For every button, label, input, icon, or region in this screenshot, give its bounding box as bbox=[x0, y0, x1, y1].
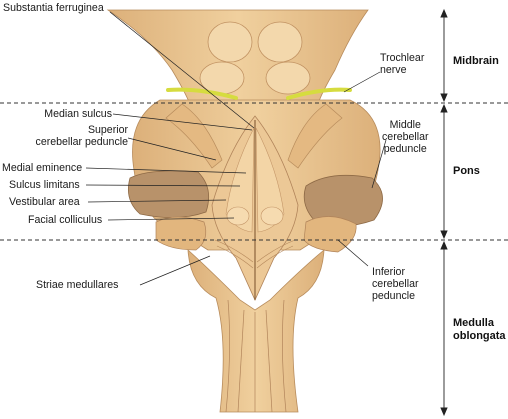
label-facial-colliculus-text: Facial colliculus bbox=[28, 214, 103, 226]
label-vestibular-area-text: Vestibular area bbox=[9, 196, 80, 208]
facial-colliculus-right bbox=[260, 206, 284, 226]
label-inferior-cerebellar-peduncle: Inferior cerebellar peduncle bbox=[372, 266, 419, 302]
middle-peduncle-cut-right bbox=[303, 174, 383, 227]
label-inferior-cerebellar-peduncle-line3: peduncle bbox=[372, 290, 416, 302]
label-substantia-ferruginea: Substantia ferruginea bbox=[3, 2, 104, 14]
region-midbrain: Midbrain bbox=[453, 55, 499, 68]
label-facial-colliculus: Facial colliculus bbox=[28, 214, 102, 226]
facial-colliculus-left bbox=[226, 206, 250, 226]
label-superior-cerebellar-peduncle-line1: Superior bbox=[87, 124, 128, 136]
region-midbrain-text: Midbrain bbox=[453, 55, 499, 67]
label-middle-cerebellar-peduncle: Middle cerebellar peduncle bbox=[382, 119, 429, 155]
label-trochlear-nerve: Trochlear nerve bbox=[380, 52, 424, 76]
label-superior-cerebellar-peduncle: Superior cerebellar peduncle bbox=[36, 124, 128, 148]
striae-medullares-lines bbox=[214, 239, 296, 269]
label-middle-cerebellar-peduncle-line3: peduncle bbox=[383, 143, 427, 155]
medulla-grooves bbox=[225, 299, 287, 413]
label-median-sulcus-text: Median sulcus bbox=[44, 108, 112, 120]
label-inferior-cerebellar-peduncle-line1: Inferior bbox=[372, 266, 405, 278]
region-pons-text: Pons bbox=[453, 165, 480, 177]
label-middle-cerebellar-peduncle-line1: Middle bbox=[389, 119, 421, 131]
trochlear-nerve-left bbox=[166, 87, 238, 100]
label-substantia-ferruginea-text: Substantia ferruginea bbox=[3, 2, 104, 14]
label-median-sulcus: Median sulcus bbox=[44, 108, 112, 120]
region-medulla-oblongata: Medulla oblongata bbox=[453, 317, 506, 343]
label-striae-medullares: Striae medullares bbox=[36, 279, 118, 291]
region-medulla-line1: Medulla bbox=[453, 317, 494, 329]
medial-eminence-left bbox=[225, 127, 255, 233]
label-medial-eminence-text: Medial eminence bbox=[2, 162, 83, 174]
label-trochlear-nerve-line1: Trochlear bbox=[380, 52, 425, 64]
label-vestibular-area: Vestibular area bbox=[9, 196, 80, 208]
medulla-body bbox=[187, 249, 325, 413]
label-sulcus-limitans-text: Sulcus limitans bbox=[9, 179, 80, 191]
middle-peduncle-cut-left bbox=[127, 170, 210, 218]
region-arrows bbox=[440, 8, 448, 417]
superior-peduncle-left bbox=[165, 103, 223, 169]
label-middle-cerebellar-peduncle-line2: cerebellar bbox=[382, 131, 429, 143]
medial-eminence-right bbox=[255, 127, 285, 233]
region-medulla-line2: oblongata bbox=[453, 330, 506, 342]
region-pons: Pons bbox=[453, 165, 480, 178]
superior-peduncle-right bbox=[287, 103, 343, 169]
label-inferior-cerebellar-peduncle-line2: cerebellar bbox=[372, 278, 419, 290]
label-trochlear-nerve-line2: nerve bbox=[380, 64, 407, 76]
leader-lines bbox=[85, 11, 387, 286]
inferior-peduncle-left bbox=[155, 216, 207, 251]
label-superior-cerebellar-peduncle-line2: cerebellar peduncle bbox=[35, 136, 128, 148]
label-sulcus-limitans: Sulcus limitans bbox=[9, 179, 80, 191]
trochlear-nerve-right bbox=[286, 87, 352, 100]
inferior-peduncle-right bbox=[303, 216, 357, 253]
label-striae-medullares-text: Striae medullares bbox=[36, 279, 119, 291]
label-medial-eminence: Medial eminence bbox=[2, 162, 82, 174]
